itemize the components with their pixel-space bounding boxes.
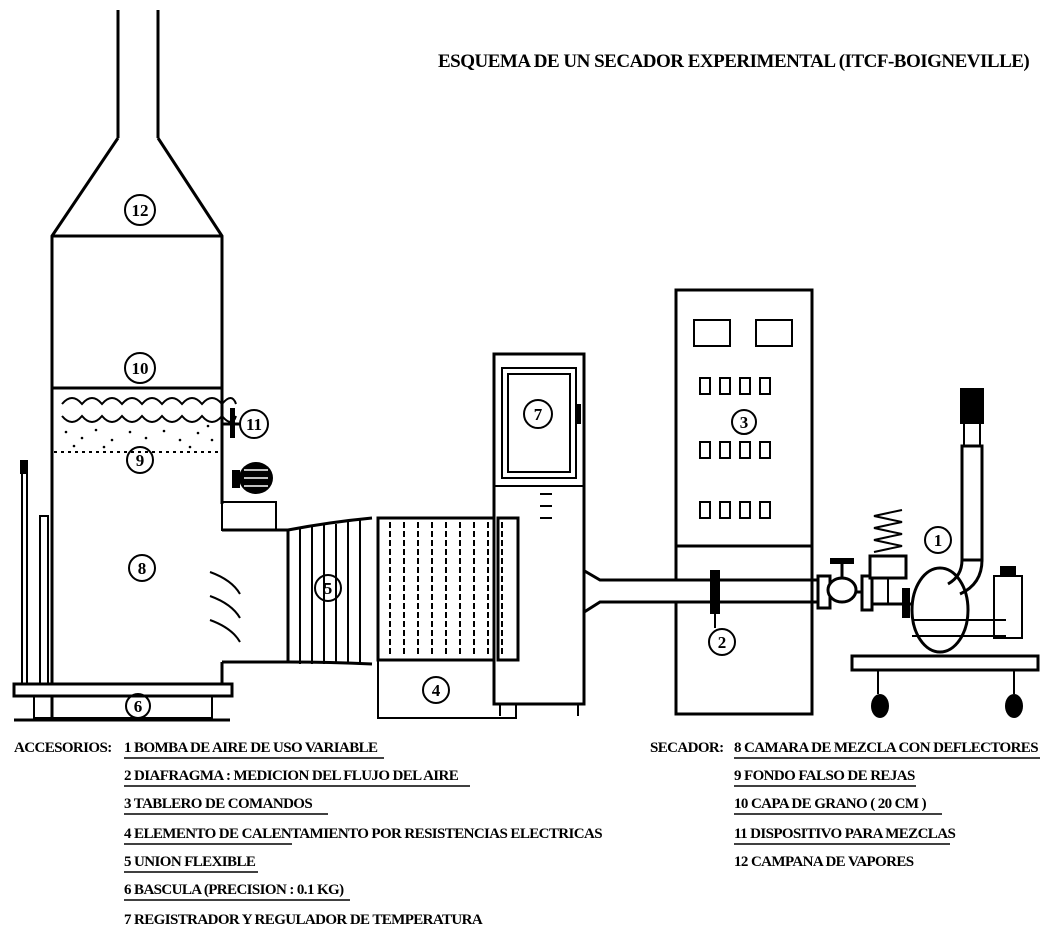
drying-tower [12, 10, 288, 722]
secador-12: 12 CAMPANA DE VAPORES [734, 854, 914, 870]
accesorio-6: 6 BASCULA (PRECISION : 0.1 KG) [124, 882, 344, 898]
marker-9-label: 9 [136, 451, 145, 470]
marker-8 [128, 554, 156, 582]
legend-secador: SECADOR: 8 CAMARA DE MEZCLA CON DEFLECTO… [650, 740, 1040, 870]
legend-accesorios: ACCESORIOS: 1 BOMBA DE AIRE DE USO VARIA… [14, 740, 603, 928]
grain-stipple [64, 424, 214, 449]
diagram-title: ESQUEMA DE UN SECADOR EXPERIMENTAL (ITCF… [438, 51, 1029, 72]
marker-10 [124, 352, 156, 384]
accesorio-3: 3 TABLERO DE COMANDOS [124, 796, 312, 812]
secador-11: 11 DISPOSITIVO PARA MEZCLAS [734, 826, 955, 842]
flexible-union [286, 516, 373, 666]
air-pump [816, 388, 1040, 718]
marker-4 [422, 676, 450, 704]
marker-4-label: 4 [432, 681, 441, 700]
marker-12-label: 12 [132, 201, 149, 220]
marker-7-label: 7 [534, 405, 543, 424]
accesorios-heading: ACCESORIOS: [14, 740, 112, 756]
marker-6-label: 6 [134, 697, 143, 716]
secador-10: 10 CAPA DE GRANO ( 20 CM ) [734, 796, 927, 812]
marker-9 [126, 446, 154, 474]
marker-2-label: 2 [718, 633, 727, 652]
marker-11-label: 11 [246, 415, 262, 434]
marker-10-label: 10 [132, 359, 149, 378]
marker-1 [924, 526, 952, 554]
marker-3 [731, 409, 757, 435]
marker-5 [314, 574, 342, 602]
air-pipe [600, 570, 826, 628]
accesorio-2: 2 DIAFRAGMA : MEDICION DEL FLUJO DEL AIR… [124, 768, 459, 784]
secador-9: 9 FONDO FALSO DE REJAS [734, 768, 915, 784]
secador-8: 8 CAMARA DE MEZCLA CON DEFLECTORES [734, 740, 1038, 756]
marker-7 [523, 399, 553, 429]
control-panel [674, 288, 814, 716]
marker-8-label: 8 [138, 559, 147, 578]
accesorio-1: 1 BOMBA DE AIRE DE USO VARIABLE [124, 740, 378, 756]
secador-heading: SECADOR: [650, 740, 724, 756]
marker-3-label: 3 [740, 413, 749, 432]
marker-12 [124, 194, 156, 226]
number-markers: 12 10 11 9 8 7 3 5 4 6 2 1 [124, 194, 952, 719]
marker-5-label: 5 [324, 579, 333, 598]
accesorio-7: 7 REGISTRADOR Y REGULADOR DE TEMPERATURA [124, 912, 483, 928]
marker-1-label: 1 [934, 531, 943, 550]
marker-6 [125, 693, 151, 719]
marker-11 [239, 409, 269, 439]
accesorio-5: 5 UNION FLEXIBLE [124, 854, 256, 870]
marker-2 [708, 628, 736, 656]
accesorio-4: 4 ELEMENTO DE CALENTAMIENTO POR RESISTEN… [124, 826, 602, 842]
